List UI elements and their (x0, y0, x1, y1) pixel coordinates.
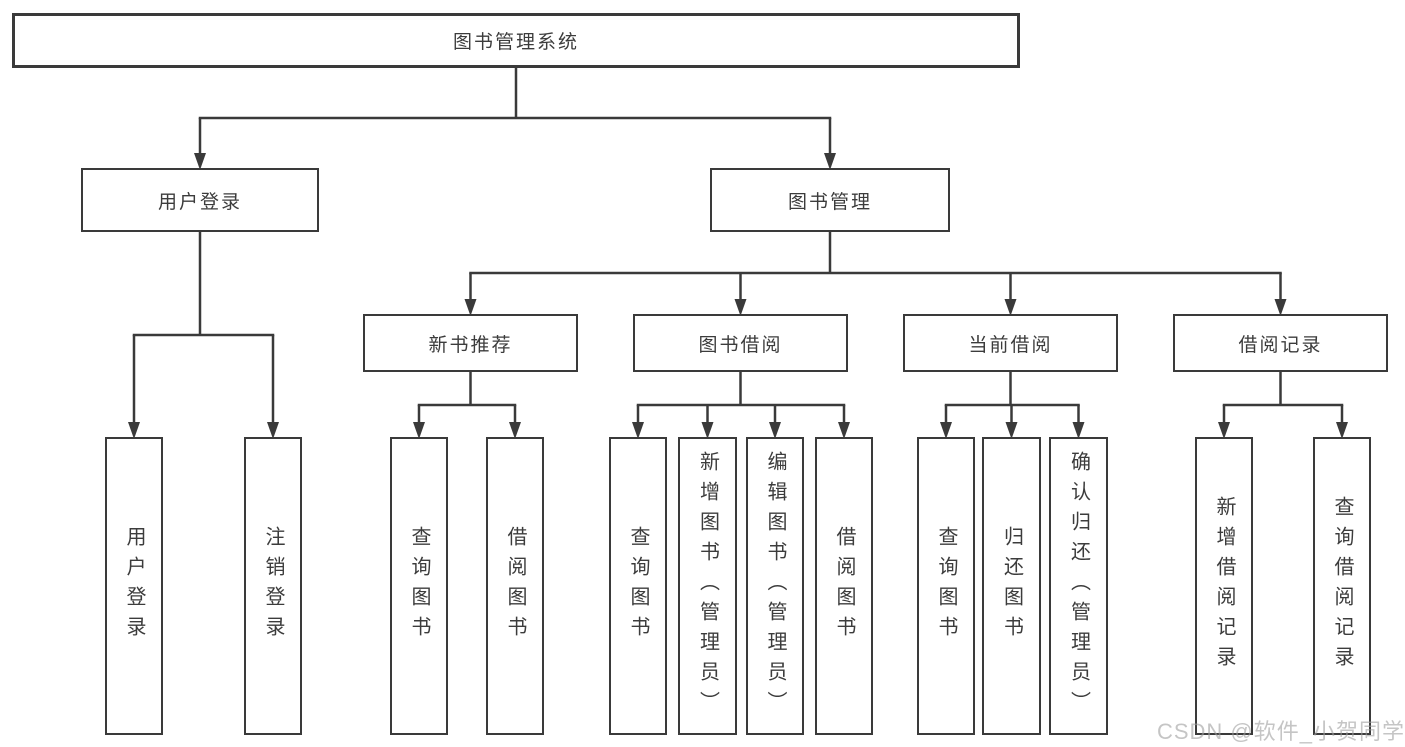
leaf-query-borrow-record-label: 查询借阅记录 (1331, 496, 1353, 676)
leaf-logout: 注销登录 (244, 437, 302, 735)
node-borrowing-records: 借阅记录 (1173, 314, 1388, 372)
leaf-user-login-label: 用户登录 (123, 526, 145, 646)
leaf-add-borrow-record: 新增借阅记录 (1195, 437, 1253, 735)
leaf-borrow-books-newbook-label: 借阅图书 (504, 526, 526, 646)
node-book-management: 图书管理 (710, 168, 950, 232)
node-library-management-system: 图书管理系统 (12, 13, 1020, 68)
node-current-borrowing: 当前借阅 (903, 314, 1118, 372)
leaf-return-books: 归还图书 (982, 437, 1041, 735)
leaf-query-books-newbook-label: 查询图书 (408, 526, 430, 646)
leaf-query-books-current-label: 查询图书 (935, 526, 957, 646)
leaf-edit-books-admin: 编辑图书（管理员） (746, 437, 804, 735)
leaf-confirm-return-admin-label: 确认归还（管理员） (1067, 451, 1090, 721)
leaf-logout-label: 注销登录 (262, 526, 284, 646)
leaf-add-books-admin-label: 新增图书（管理员） (696, 451, 719, 721)
leaf-query-books-borrowing: 查询图书 (609, 437, 667, 735)
leaf-borrow-books-borrowing-label: 借阅图书 (833, 526, 855, 646)
leaf-add-books-admin: 新增图书（管理员） (678, 437, 737, 735)
leaf-return-books-label: 归还图书 (1000, 526, 1023, 646)
csdn-watermark: CSDN @软件_小贺同学 (1156, 719, 1405, 744)
node-borrowing-records-label: 借阅记录 (1238, 334, 1323, 356)
node-current-borrowing-label: 当前借阅 (968, 334, 1053, 356)
node-new-book-recommendation: 新书推荐 (363, 314, 578, 372)
leaf-edit-books-admin-label: 编辑图书（管理员） (764, 451, 786, 721)
leaf-user-login: 用户登录 (105, 437, 163, 735)
leaf-query-books-newbook: 查询图书 (390, 437, 448, 735)
leaf-borrow-books-newbook: 借阅图书 (486, 437, 544, 735)
node-user-login-label: 用户登录 (157, 191, 242, 213)
leaf-query-books-borrowing-label: 查询图书 (627, 526, 649, 646)
node-book-borrowing: 图书借阅 (633, 314, 848, 372)
leaf-query-books-current: 查询图书 (917, 437, 975, 735)
node-new-book-recommendation-label: 新书推荐 (428, 334, 513, 356)
leaf-query-borrow-record: 查询借阅记录 (1313, 437, 1371, 735)
node-book-management-label: 图书管理 (787, 191, 872, 213)
node-book-borrowing-label: 图书借阅 (698, 334, 783, 356)
node-user-login: 用户登录 (81, 168, 319, 232)
leaf-add-borrow-record-label: 新增借阅记录 (1213, 496, 1235, 676)
node-library-management-system-label: 图书管理系统 (452, 32, 579, 53)
leaf-confirm-return-admin: 确认归还（管理员） (1049, 437, 1108, 735)
leaf-borrow-books-borrowing: 借阅图书 (815, 437, 873, 735)
